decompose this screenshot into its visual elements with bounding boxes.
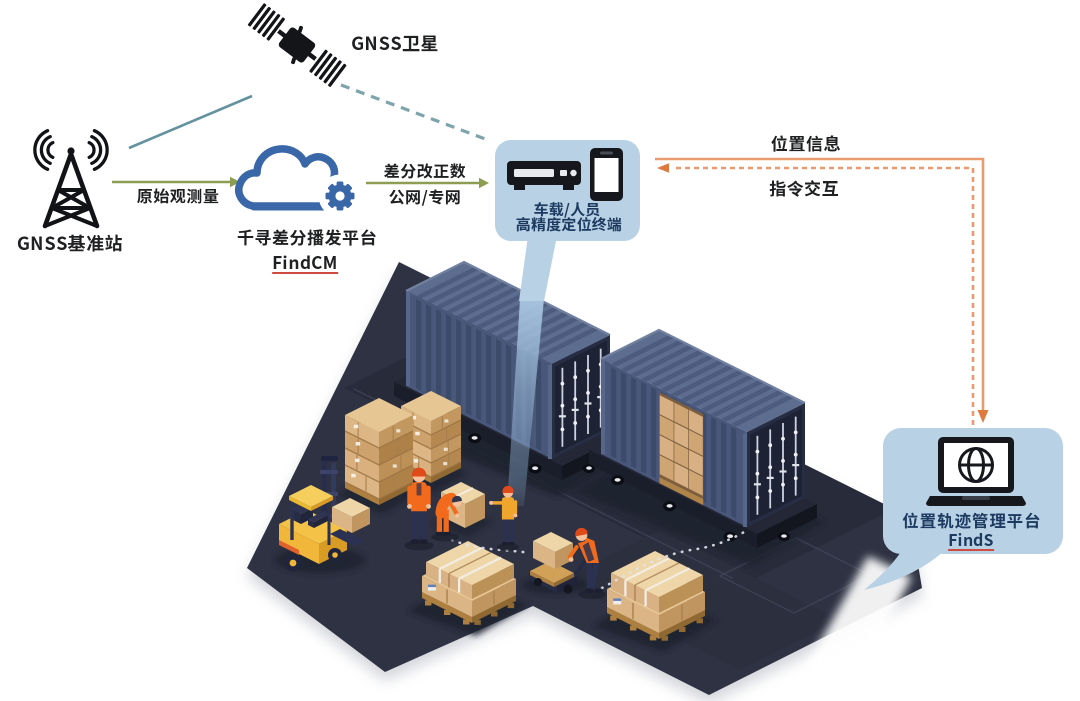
cargo-pallet-left	[408, 541, 528, 636]
cargo-pallet-right	[593, 551, 717, 652]
link-command-exchange	[657, 163, 975, 425]
worker-jack-operator	[567, 527, 606, 599]
command-exchange-label: 指令交互	[769, 175, 839, 200]
worker-positioned	[489, 485, 520, 551]
vehicle-terminal-icon	[507, 161, 581, 190]
terminal-label-1: 车载/人员	[533, 199, 601, 220]
gear-icon	[325, 181, 355, 211]
management-platform-node	[864, 428, 1063, 590]
satellite-links	[128, 83, 489, 150]
route-dots	[450, 527, 751, 590]
forklift	[275, 456, 370, 573]
base-station-label: GNSS基准站	[16, 230, 124, 256]
arrow-diff-correction	[366, 177, 489, 189]
worker-supervisor	[404, 467, 434, 551]
smartphone-icon	[590, 148, 623, 201]
container-truck-rear	[380, 260, 630, 497]
base-station-icon	[33, 129, 109, 229]
worker-loader	[431, 492, 462, 542]
satellite-label: GNSS卫星	[351, 30, 439, 56]
arrow-raw-observation	[112, 176, 240, 188]
gnss-satellite-icon	[247, 3, 347, 87]
pallet-stack-left	[337, 398, 420, 514]
container-truck-front	[575, 328, 825, 565]
cloud-platform-icon	[235, 145, 362, 218]
network-label: 公网/专网	[388, 184, 462, 208]
laptop-globe-icon	[926, 437, 1026, 506]
cloud-platform-title: 千寻差分播发平台	[237, 224, 377, 249]
management-platform-title: 位置轨迹管理平台	[902, 508, 1042, 532]
raw-observation-label: 原始观测量	[136, 183, 220, 207]
diff-correction-label: 差分改正数	[383, 158, 467, 182]
terminal-label-2: 高精度定位终端	[515, 214, 623, 235]
finds-tail-shadow	[806, 556, 912, 697]
cloud-platform-product: FindCM	[272, 249, 338, 274]
terminal-node	[495, 140, 640, 301]
positioning-beam	[507, 299, 544, 506]
management-platform-product: FindS	[948, 527, 994, 551]
position-info-label: 位置信息	[771, 130, 841, 155]
link-position-info	[655, 157, 989, 423]
